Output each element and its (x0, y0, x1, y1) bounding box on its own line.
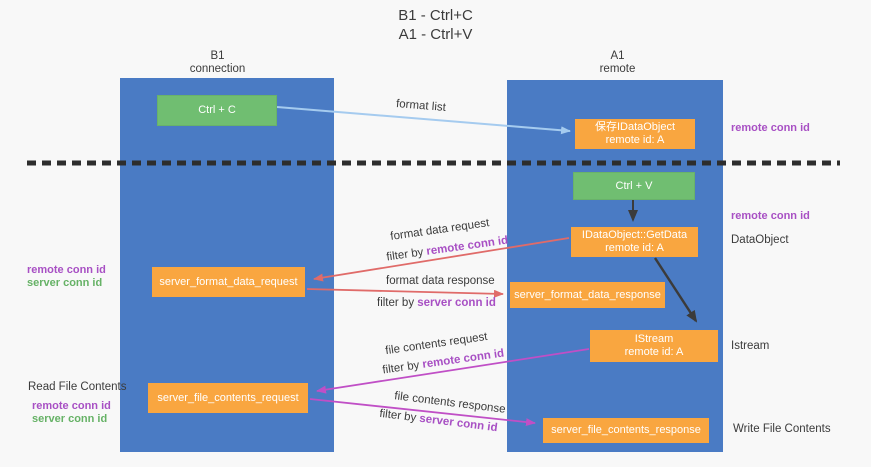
right-remote-conn-id-mid: remote conn id (731, 210, 810, 222)
diagram-title: B1 - Ctrl+C A1 - Ctrl+V (0, 6, 871, 44)
node-idataobject-getdata: IDataObject::GetData remote id: A (571, 227, 698, 257)
label-filter-value-2: server conn id (417, 297, 496, 309)
arrow-file-contents-response (309, 398, 536, 427)
arrow-file-contents-request (316, 348, 590, 394)
node-ctrl-v: Ctrl + V (573, 172, 695, 200)
left-remote-conn-id-bottom: remote conn id (32, 400, 111, 412)
node-ctrl-c: Ctrl + C (157, 95, 277, 126)
right-istream-label: Istream (731, 340, 770, 352)
right-dataobject-label: DataObject (731, 234, 789, 246)
node-istream-line2: remote id: A (624, 346, 684, 358)
label-filter-server-conn-id-1: filter by server conn id (377, 297, 496, 309)
left-conn-id-group-bottom: remote conn id server conn id (32, 400, 111, 426)
left-read-file-contents: Read File Contents (28, 381, 127, 393)
node-server-format-data-response: server_format_data_response (510, 282, 665, 308)
left-column-subtitle: connection (189, 62, 246, 75)
right-write-file-contents: Write File Contents (733, 423, 831, 435)
left-remote-conn-id-top: remote conn id (27, 264, 106, 276)
node-server-format-data-request-label: server_format_data_request (159, 275, 298, 288)
title-line-2: A1 - Ctrl+V (398, 26, 473, 43)
left-column-header: B1 connection (160, 50, 275, 75)
node-idataobject-getdata-line1: IDataObject::GetData (581, 229, 688, 241)
node-idataobject-getdata-line2: remote id: A (605, 242, 664, 254)
node-save-idataobject: 保存IDataObject remote id: A (575, 119, 695, 149)
node-server-file-contents-request: server_file_contents_request (148, 383, 308, 413)
node-server-file-contents-request-label: server_file_contents_request (157, 391, 299, 404)
right-column-subtitle: remote (599, 62, 636, 75)
node-server-file-contents-response: server_file_contents_response (543, 418, 709, 443)
arrow-format-data-request (313, 237, 570, 282)
right-column-header: A1 remote (560, 50, 675, 75)
arrow-getdata-to-istream (653, 257, 698, 323)
title-line-1: B1 - Ctrl+C (398, 7, 473, 24)
left-column-title: B1 (210, 50, 225, 62)
arrow-format-data-response (306, 288, 504, 298)
left-server-conn-id-top: server conn id (27, 277, 103, 289)
left-server-conn-id-bottom: server conn id (32, 413, 108, 425)
node-istream-line1: IStream (634, 333, 674, 345)
right-remote-conn-id-top: remote conn id (731, 122, 810, 134)
right-column-title: A1 (610, 50, 625, 62)
node-ctrl-c-label: Ctrl + C (198, 104, 236, 116)
arrow-format-list (276, 106, 571, 135)
node-istream: IStream remote id: A (590, 330, 718, 362)
node-server-format-data-request: server_format_data_request (152, 267, 305, 297)
left-conn-id-group-top: remote conn id server conn id (27, 264, 106, 290)
node-server-file-contents-response-label: server_file_contents_response (551, 424, 701, 436)
node-save-idataobject-line2: remote id: A (605, 134, 665, 146)
label-filter-prefix-2: filter by (377, 297, 418, 309)
node-save-idataobject-line1: 保存IDataObject (594, 121, 676, 133)
node-server-format-data-response-label: server_format_data_response (514, 288, 661, 301)
node-ctrl-v-label: Ctrl + V (615, 179, 653, 192)
label-format-data-response: format data response (386, 275, 495, 287)
